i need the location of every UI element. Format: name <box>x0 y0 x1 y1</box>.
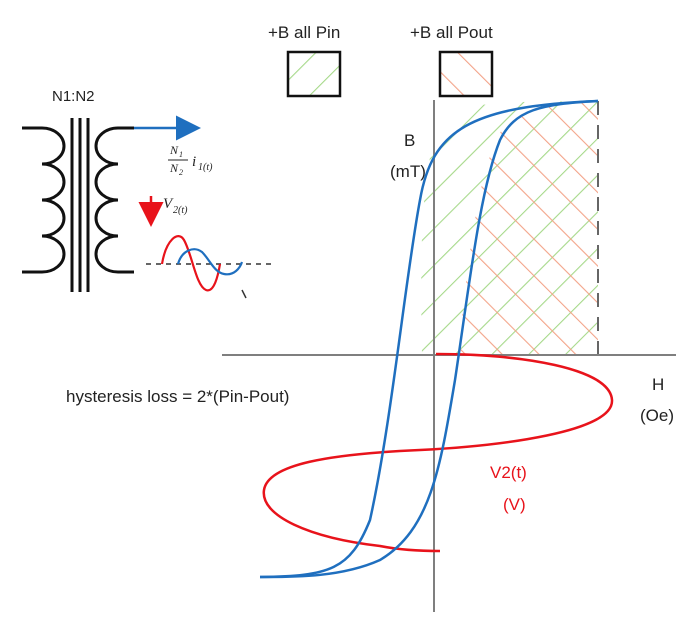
h-axis-label: H <box>652 375 664 394</box>
h-axis-unit: (Oe) <box>640 406 674 425</box>
svg-text:i: i <box>192 154 196 170</box>
b-axis-label: B <box>404 131 415 150</box>
current-label: N 1 N 2 i 1(t) <box>168 143 213 177</box>
waveform-sketch <box>146 235 272 299</box>
voltage-curve <box>262 352 614 553</box>
primary-winding <box>22 126 66 274</box>
legend-pin-label: +B all Pin <box>268 23 340 42</box>
hysteresis-loss-annotation: hysteresis loss = 2*(Pin-Pout) <box>66 387 289 406</box>
secondary-winding <box>94 126 134 274</box>
transformer-symbol: N1:N2 N 1 N 2 i 1(t) V 2(t) <box>22 88 272 299</box>
voltage-label: V 2(t) <box>163 196 188 216</box>
svg-text:2(t): 2(t) <box>173 205 188 216</box>
svg-text:N: N <box>169 143 179 157</box>
hysteresis-ascending-branch <box>259 99 599 579</box>
hysteresis-descending-branch <box>259 99 599 579</box>
svg-text:1(t): 1(t) <box>198 162 213 173</box>
voltage-curve-unit: (V) <box>503 495 526 514</box>
svg-text:1: 1 <box>179 150 183 159</box>
svg-text:2: 2 <box>179 168 183 177</box>
legend-pout-label: +B all Pout <box>410 23 493 42</box>
legend: +B all Pin +B all Pout <box>268 23 494 98</box>
svg-text:N: N <box>169 161 179 175</box>
turns-ratio-label: N1:N2 <box>52 88 95 105</box>
b-axis-unit: (mT) <box>390 162 426 181</box>
voltage-curve-label: V2(t) <box>490 463 527 482</box>
legend-pin-swatch <box>286 50 342 98</box>
legend-pout-swatch <box>438 50 494 98</box>
transformer-core <box>70 118 90 292</box>
svg-text:V: V <box>163 196 174 212</box>
